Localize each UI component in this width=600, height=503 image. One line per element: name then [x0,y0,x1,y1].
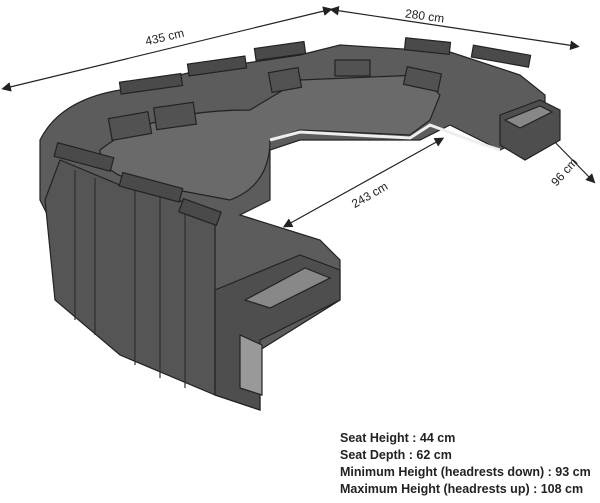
sofa [39,37,561,411]
spec-seat-height: Seat Height : 44 cm [340,431,456,445]
spec-min-height: Minimum Height (headrests down) : 93 cm [340,465,591,479]
specifications: Seat Height : 44 cm Seat Depth : 62 cm M… [340,430,591,498]
dimension-line-435 [1,6,333,92]
spec-max-height: Maximum Height (headrests up) : 108 cm [340,482,584,496]
dimension-line-280 [329,5,580,51]
spec-seat-depth: Seat Depth : 62 cm [340,448,452,462]
dimension-line-243 [282,137,445,228]
